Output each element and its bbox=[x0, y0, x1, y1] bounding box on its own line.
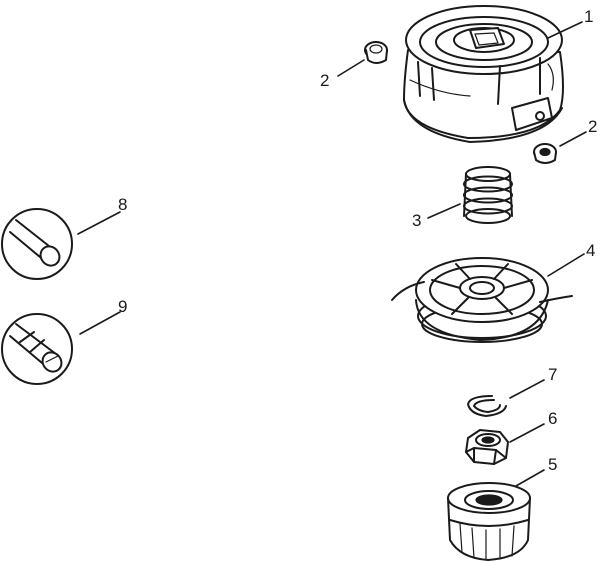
part-5-knob bbox=[447, 482, 531, 561]
part-3-spring bbox=[463, 166, 513, 224]
callout-3: 3 bbox=[412, 211, 421, 230]
callout-8: 8 bbox=[118, 195, 127, 214]
part-8-round-line-detail bbox=[1, 208, 73, 280]
leader-9 bbox=[79, 311, 121, 335]
leader-1 bbox=[547, 21, 583, 39]
leader-4 bbox=[547, 253, 585, 277]
leader-2a bbox=[337, 59, 365, 77]
leader-5 bbox=[515, 469, 545, 487]
part-2-eyelet-upper bbox=[364, 41, 388, 64]
part-2-eyelet-lower bbox=[533, 143, 557, 164]
callout-1: 1 bbox=[584, 7, 593, 26]
leader-6 bbox=[509, 423, 545, 443]
callout-4: 4 bbox=[586, 241, 595, 260]
part-7-clip bbox=[467, 395, 507, 417]
callout-9: 9 bbox=[118, 297, 127, 316]
leader-7 bbox=[509, 379, 545, 399]
part-4-spool bbox=[391, 257, 573, 343]
callout-labels: 1 2 2 3 4 7 6 5 8 9 bbox=[118, 7, 597, 474]
leader-3 bbox=[427, 203, 461, 219]
leader-2b bbox=[559, 131, 587, 147]
leader-lines bbox=[77, 21, 587, 487]
callout-6: 6 bbox=[548, 409, 557, 428]
part-6-hex-nut bbox=[465, 429, 509, 465]
callout-2-upper: 2 bbox=[320, 71, 329, 90]
callout-7: 7 bbox=[548, 365, 557, 384]
leader-8 bbox=[77, 211, 121, 235]
callout-5: 5 bbox=[548, 455, 557, 474]
part-1-housing bbox=[403, 5, 564, 143]
part-9-twisted-line-detail bbox=[1, 313, 73, 385]
callout-2-lower: 2 bbox=[588, 117, 597, 136]
